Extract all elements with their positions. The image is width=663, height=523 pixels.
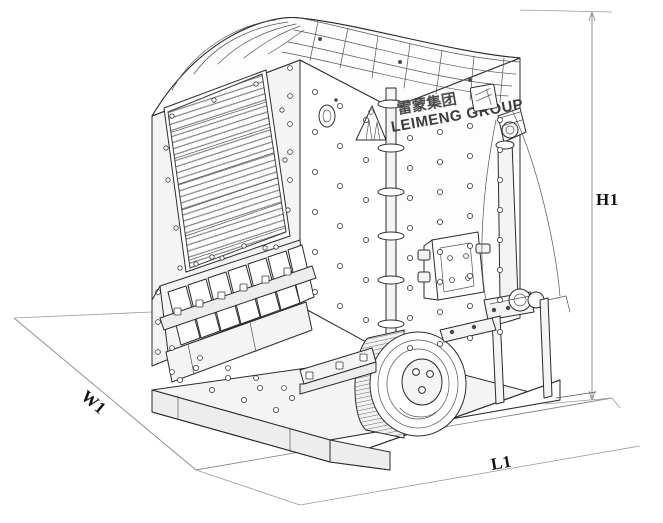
emblem-badge [469,83,498,112]
screen-bands [168,95,286,263]
width-dimension-label: W1 [77,387,110,419]
bracket-stop-block [475,243,491,254]
bracket-hinge-upper [417,249,431,261]
flywheel-hub-bolt-2 [426,370,434,378]
lower-front-rivets [176,117,503,413]
hood-ribs-right [281,17,521,103]
hood-bolt-2 [398,60,402,64]
front-face-bolt-grid [311,89,369,323]
left-body-rivets [155,65,293,355]
grate-bolts [173,243,292,316]
bearing-mount-bar [299,317,497,395]
width-ext-line-bottom [195,469,301,506]
leimeng-logo-icon [355,105,387,141]
flywheel-hub-bolt-1 [412,368,420,376]
side-rail [439,317,497,343]
left-panel-rivets [169,345,287,391]
chute-rib-a [187,343,195,375]
screen-frame-bolts [163,81,291,267]
curved-top-hood [151,17,521,117]
flywheel-spoke-slot [399,407,437,418]
tension-rod [481,107,597,405]
bracket-hinge-lower [417,271,431,283]
tension-post-right [539,297,553,399]
flywheel-hub-bolt-3 [418,386,426,394]
chute-rib-b [249,321,257,353]
flywheel-ring-2 [386,348,450,420]
base-foot-shadow [329,439,391,471]
stiffener-flanges [377,99,405,329]
length-guide-line [299,445,641,506]
hood-bolt-3 [468,78,472,82]
tension-tie-outer [511,109,561,297]
width-ext-line-top [13,311,153,319]
height-arrow-top [588,11,596,22]
width-dimension-line [13,317,197,471]
tension-cross-brace [547,295,571,313]
grate-retaining-rail [159,265,317,331]
bracket-inner-outline [439,242,475,293]
length-dimension-label: L1 [489,452,513,474]
flywheel-ring-1 [377,339,459,429]
tension-bottom-anchor [483,288,545,321]
grate-side-stile [151,285,161,367]
hood-right-curve [299,17,521,59]
inspection-port [318,98,338,128]
height-ext-line-top [519,9,613,13]
length-ext-line [611,397,621,409]
grizzly-bars [151,239,317,367]
height-ext-line-bottom [544,397,613,405]
mounting-bracket [417,231,491,301]
tension-foot-rail [555,391,597,399]
tension-top-bracket [497,107,527,143]
hood-bolt-1 [318,37,322,41]
flywheel-hub [401,358,443,406]
screen-mesh-area [167,73,287,269]
tension-post-left [491,315,505,405]
hood-left-curve [151,17,301,117]
bracket-plate [431,231,485,301]
mount-bar-shadow [299,361,377,395]
hood-ribs-left [171,19,305,91]
tension-rod-cap [495,140,515,150]
height-dimension-label: H1 [596,190,619,209]
hatched-side-panel [163,69,291,273]
tension-tie-inner [481,119,497,301]
